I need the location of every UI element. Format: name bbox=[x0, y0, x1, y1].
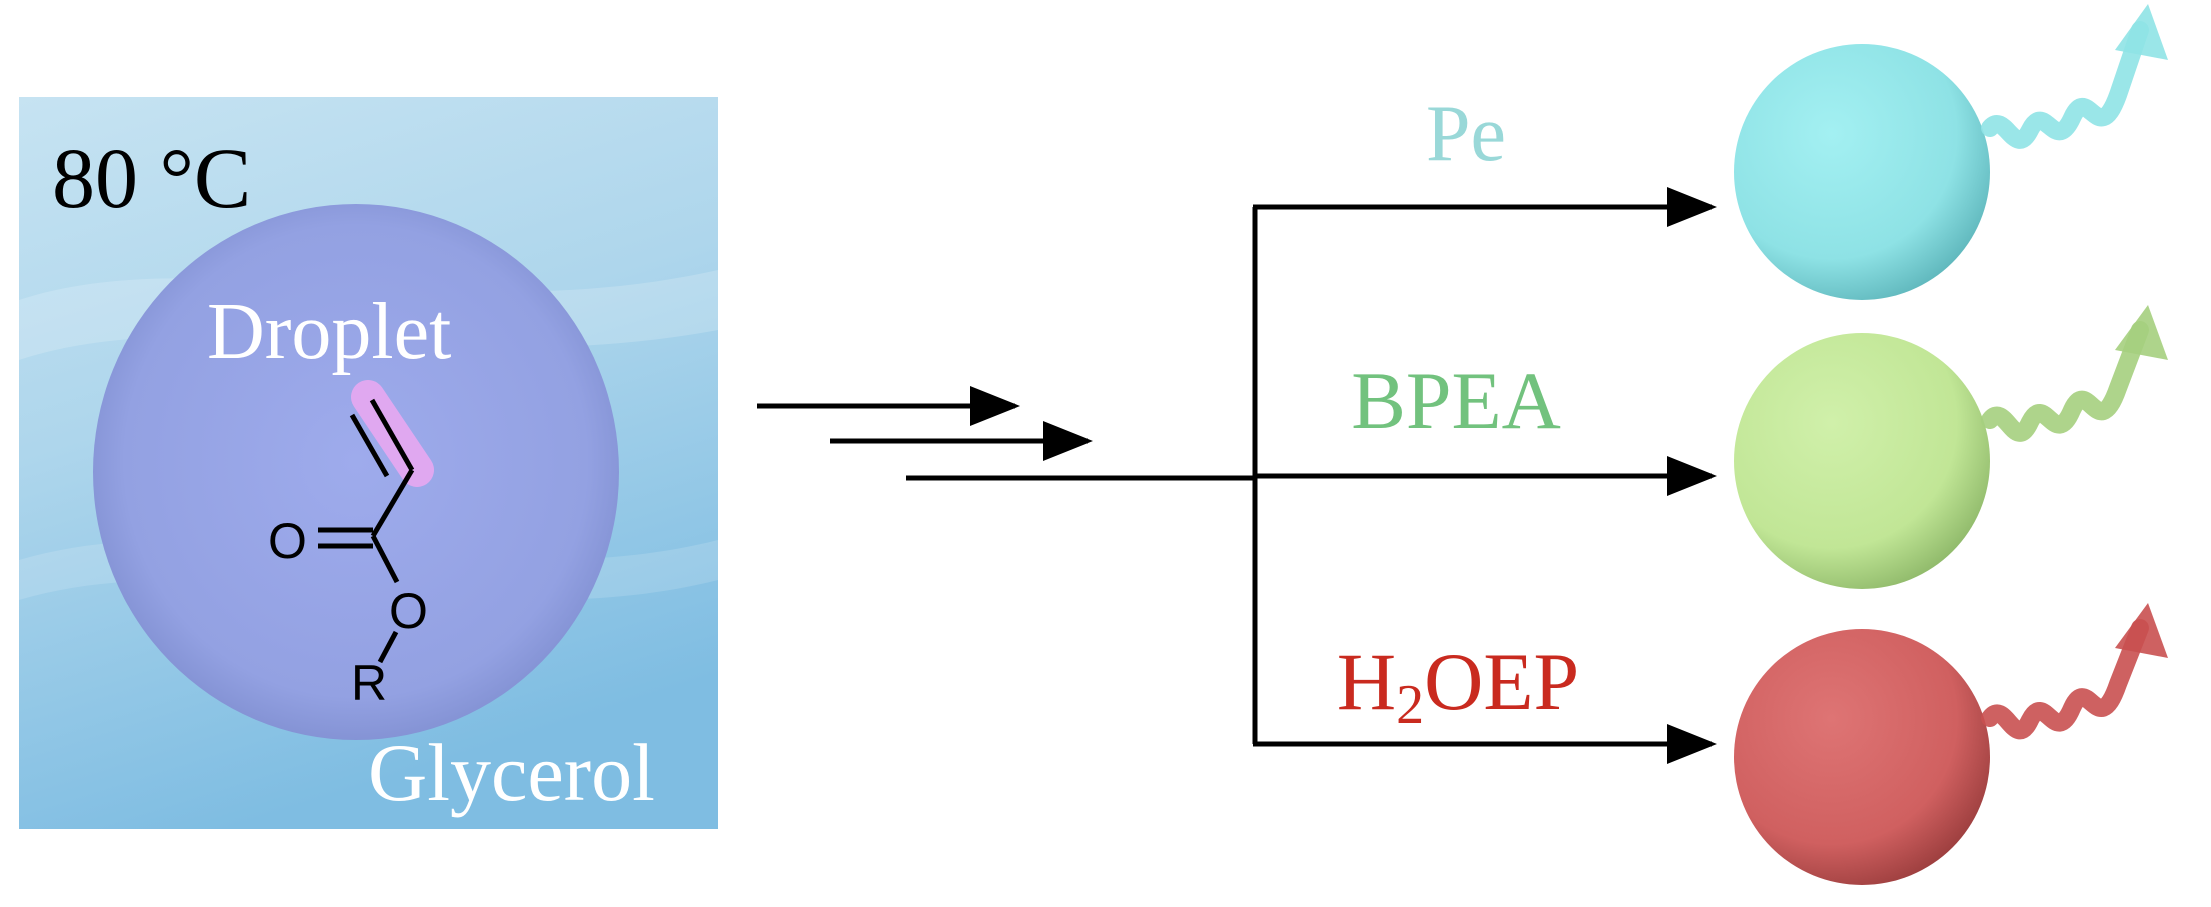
dye-label-bpea: BPEA bbox=[1351, 355, 1561, 446]
particle-sphere bbox=[1734, 44, 1990, 300]
emission-wave-icon bbox=[1981, 21, 2149, 149]
ester-bond bbox=[370, 534, 400, 584]
emission-arrowhead-icon bbox=[2115, 4, 2168, 60]
dye-label-h2oep: H2OEP bbox=[1337, 636, 1579, 736]
emission-arrowhead-icon bbox=[2115, 305, 2168, 360]
carbonyl-oxygen-label: O bbox=[268, 513, 307, 569]
glycerol-label: Glycerol bbox=[368, 727, 655, 818]
emission-wave-icon bbox=[1981, 321, 2149, 442]
temperature-label: 80 °C bbox=[52, 130, 251, 226]
droplet-label: Droplet bbox=[207, 288, 451, 376]
emission-wave-icon bbox=[1981, 619, 2149, 740]
vinyl-double-bond bbox=[349, 413, 390, 478]
particle-sphere bbox=[1734, 629, 1990, 885]
process-arrows bbox=[757, 187, 1717, 764]
vinyl-bond bbox=[369, 398, 415, 472]
particle-h2oep bbox=[1734, 603, 2168, 885]
dye-label-pe: Pe bbox=[1426, 90, 1506, 178]
emission-arrowhead-icon bbox=[2115, 603, 2168, 658]
ester-oxygen-label: O bbox=[389, 583, 428, 639]
particle-pe bbox=[1734, 4, 2168, 300]
alkyl-bond bbox=[377, 630, 399, 664]
substituent-label: R bbox=[351, 655, 387, 711]
particle-bpea bbox=[1734, 305, 2168, 589]
reaction-panel: 80 °C Droplet Glycerol O O R bbox=[19, 97, 718, 829]
carbon-bond bbox=[370, 468, 415, 538]
particle-sphere bbox=[1734, 333, 1990, 589]
droplet-sphere bbox=[93, 204, 619, 740]
acrylate-molecule: O O R bbox=[268, 380, 434, 711]
